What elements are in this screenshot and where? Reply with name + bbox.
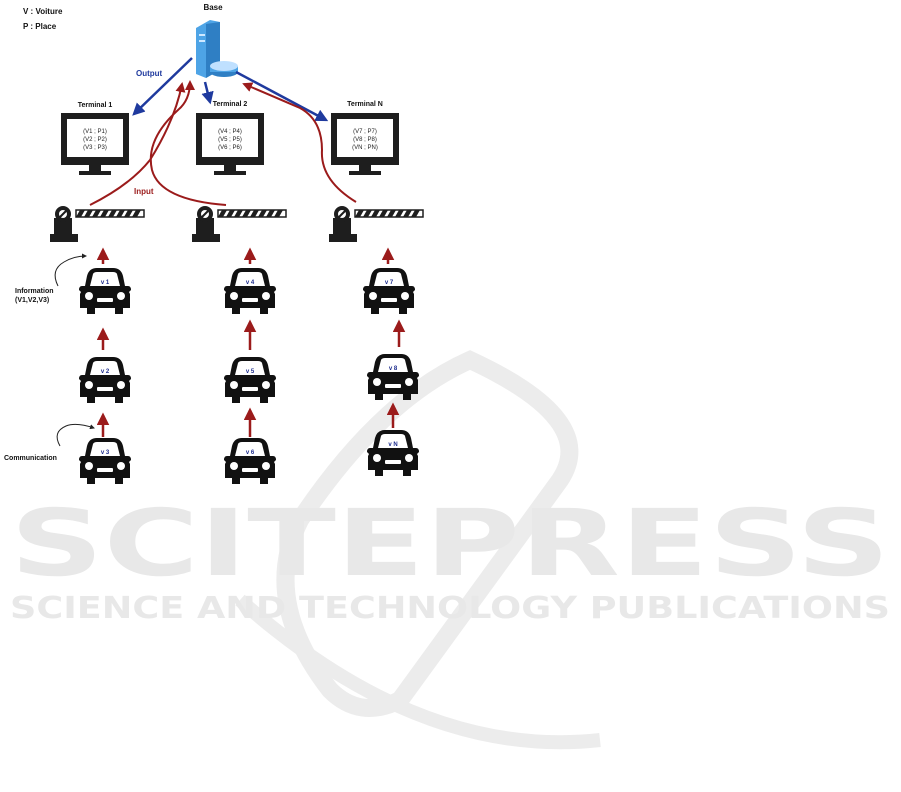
watermark-subtitle: SCIENCE AND TECHNOLOGY PUBLICATIONS bbox=[10, 591, 890, 626]
terminal-2: Terminal 2 (V4 ; P4) (V5 ; P5) (V6 ; P6) bbox=[196, 101, 264, 175]
car-v6: v 6 bbox=[224, 438, 276, 484]
terminal-n-name: Terminal N bbox=[347, 101, 383, 108]
legend-voiture: V : Voiture bbox=[23, 7, 63, 16]
information-label: Information bbox=[15, 288, 54, 295]
base-label: Base bbox=[203, 3, 223, 12]
terminal-1-line-2: (V2 ; P2) bbox=[83, 137, 107, 143]
information-annotation: Information (V1,V2,V3) bbox=[15, 256, 86, 304]
car-v2-label: v 2 bbox=[101, 369, 110, 375]
watermark-title: SCITEPRESS bbox=[10, 490, 890, 597]
car-v5: v 5 bbox=[224, 357, 276, 403]
communication-label: Communication bbox=[4, 455, 57, 462]
car-v8-label: v 8 bbox=[389, 366, 398, 372]
terminal-2-name: Terminal 2 bbox=[213, 101, 248, 108]
terminal-n: Terminal N (V7 ; P7) (V8 ; P8) (VN ; PN) bbox=[331, 101, 399, 175]
car-v4: v 4 bbox=[224, 268, 276, 314]
terminal-n-line-3: (VN ; PN) bbox=[352, 145, 378, 151]
terminal-n-line-2: (V8 ; P8) bbox=[353, 137, 377, 143]
output-label: Output bbox=[136, 69, 163, 78]
legend-place: P : Place bbox=[23, 22, 57, 31]
terminal-2-line-1: (V4 ; P4) bbox=[218, 129, 242, 135]
barrier-2 bbox=[192, 206, 286, 242]
terminal-n-line-1: (V7 ; P7) bbox=[353, 129, 377, 135]
car-v1: v 1 bbox=[79, 268, 131, 314]
car-vn-label: v N bbox=[388, 442, 397, 448]
car-v1-label: v 1 bbox=[101, 280, 110, 286]
car-v5-label: v 5 bbox=[246, 369, 255, 375]
car-v7: v 7 bbox=[363, 268, 415, 314]
car-v2: v 2 bbox=[79, 357, 131, 403]
server-icon bbox=[196, 20, 238, 78]
terminal-2-line-2: (V5 ; P5) bbox=[218, 137, 242, 143]
input-label: Input bbox=[134, 187, 154, 196]
car-v3: v 3 bbox=[79, 438, 131, 484]
car-v7-label: v 7 bbox=[385, 280, 394, 286]
output-arrow-n bbox=[236, 72, 326, 120]
watermark: SCITEPRESS SCIENCE AND TECHNOLOGY PUBLIC… bbox=[10, 360, 890, 742]
terminal-1-line-1: (V1 ; P1) bbox=[83, 129, 107, 135]
car-v6-label: v 6 bbox=[246, 450, 255, 456]
terminal-1-name: Terminal 1 bbox=[78, 102, 113, 109]
terminal-1: Terminal 1 (V1 ; P1) (V2 ; P2) (V3 ; P3) bbox=[61, 102, 129, 175]
information-values: (V1,V2,V3) bbox=[15, 297, 49, 304]
car-v8: v 8 bbox=[367, 354, 419, 400]
terminal-1-line-3: (V3 ; P3) bbox=[83, 145, 107, 151]
output-arrow-2 bbox=[205, 82, 210, 102]
terminal-2-line-3: (V6 ; P6) bbox=[218, 145, 242, 151]
barrier-n bbox=[329, 206, 423, 242]
car-v3-label: v 3 bbox=[101, 450, 110, 456]
car-v4-label: v 4 bbox=[246, 280, 255, 286]
barrier-1 bbox=[50, 206, 144, 242]
